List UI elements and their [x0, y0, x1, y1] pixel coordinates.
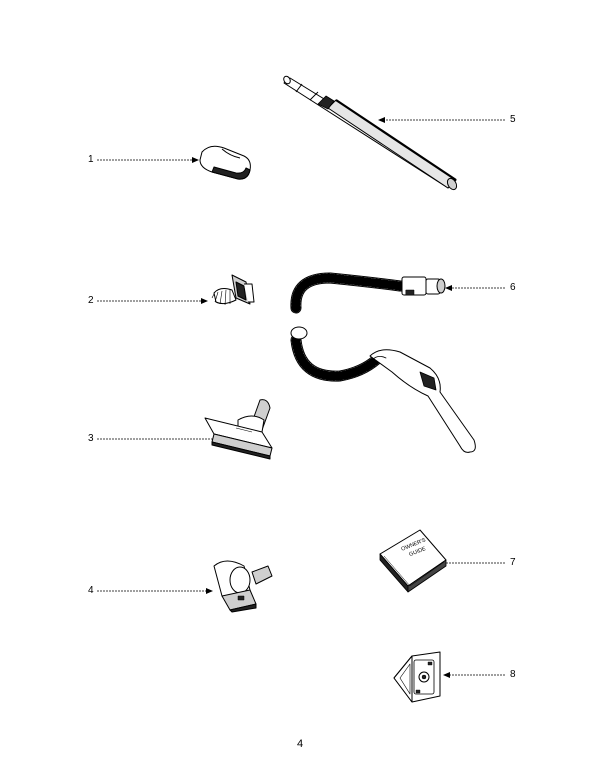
page-number: 4: [296, 738, 304, 750]
callout-label-7: 7: [510, 557, 516, 568]
callout-label-6: 6: [510, 282, 516, 293]
part-8-filter-bag-illustration: [393, 651, 441, 703]
callout-label-8: 8: [510, 669, 516, 680]
callout-label-4: 4: [88, 585, 94, 596]
part-5-extension-wand-illustration: [283, 75, 458, 191]
callout-label-5: 5: [510, 114, 516, 125]
part-2-dusting-brush-illustration: [211, 274, 255, 306]
part-6-hose-illustration: [290, 272, 476, 453]
part-1-crevice-tool-illustration: [199, 145, 251, 180]
part-4-stair-tool-illustration: [213, 560, 273, 613]
leader-lines: [97, 117, 505, 678]
callout-label-1: 1: [88, 154, 94, 165]
part-3-floor-tool-illustration: [204, 399, 273, 460]
part-7-owners-guide-illustration: OWNER'S GUIDE: [379, 529, 447, 593]
callout-label-2: 2: [88, 295, 94, 306]
callout-label-3: 3: [88, 433, 94, 444]
